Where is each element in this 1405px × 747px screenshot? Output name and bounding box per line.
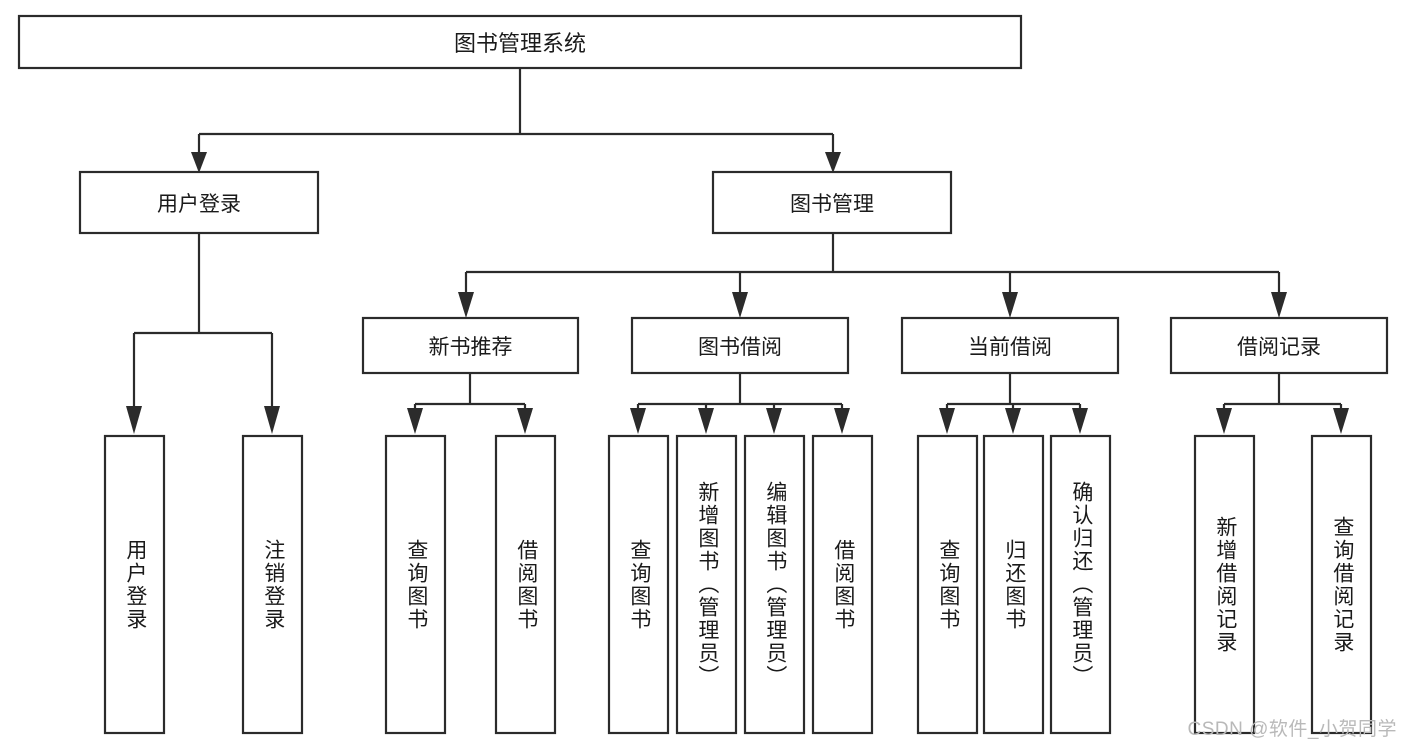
connector-current-borrow-trunk bbox=[945, 373, 1082, 410]
arrowhead-new-book-recommend bbox=[458, 292, 474, 318]
node-box-leaf-add-record[interactable] bbox=[1193, 434, 1256, 735]
arrowhead-leaf-user-login bbox=[126, 406, 142, 434]
arrowhead-leaf-query-book-2 bbox=[630, 408, 646, 434]
arrowhead-leaf-borrow-book-2 bbox=[834, 408, 850, 434]
arrowhead-leaf-borrow-book-1 bbox=[517, 408, 533, 434]
arrowhead-leaf-query-book-1 bbox=[407, 408, 423, 434]
node-box-user-login[interactable] bbox=[78, 170, 320, 235]
node-box-current-borrow[interactable] bbox=[900, 316, 1120, 375]
arrowhead-leaf-query-book-3 bbox=[939, 408, 955, 434]
connector-root-trunk bbox=[197, 68, 835, 158]
node-box-book-borrow[interactable] bbox=[630, 316, 850, 375]
node-box-leaf-add-book[interactable] bbox=[675, 434, 738, 735]
node-box-leaf-query-book-2[interactable] bbox=[607, 434, 670, 735]
node-box-leaf-user-logout[interactable] bbox=[241, 434, 304, 735]
node-box-leaf-borrow-book-1[interactable] bbox=[494, 434, 557, 735]
node-box-leaf-confirm-return[interactable] bbox=[1049, 434, 1112, 735]
node-box-new-book-recommend[interactable] bbox=[361, 316, 580, 375]
arrowhead-leaf-user-logout bbox=[264, 406, 280, 434]
arrowhead-book-manage bbox=[825, 152, 841, 173]
node-box-leaf-user-login[interactable] bbox=[103, 434, 166, 735]
arrowhead-leaf-add-book bbox=[698, 408, 714, 434]
connector-new-book-recommend-trunk bbox=[413, 373, 527, 410]
node-box-leaf-edit-book[interactable] bbox=[743, 434, 806, 735]
node-box-leaf-query-record[interactable] bbox=[1310, 434, 1373, 735]
node-box-leaf-return-book[interactable] bbox=[982, 434, 1045, 735]
node-box-root[interactable] bbox=[17, 14, 1023, 70]
arrowhead-current-borrow bbox=[1002, 292, 1018, 318]
node-box-leaf-borrow-book-2[interactable] bbox=[811, 434, 874, 735]
node-box-leaf-query-book-3[interactable] bbox=[916, 434, 979, 735]
csdn-watermark: CSDN @软件_小贺同学 bbox=[1187, 719, 1397, 740]
connector-book-manage-trunk bbox=[464, 233, 1281, 296]
arrowhead-book-borrow bbox=[732, 292, 748, 318]
arrowhead-borrow-record bbox=[1271, 292, 1287, 318]
connector-borrow-record-trunk bbox=[1222, 373, 1343, 410]
arrowhead-leaf-edit-book bbox=[766, 408, 782, 434]
arrowhead-user-login bbox=[191, 152, 207, 173]
connectors-layer bbox=[126, 68, 1349, 434]
arrowhead-leaf-query-record bbox=[1333, 408, 1349, 434]
connector-user-login-trunk bbox=[132, 233, 274, 406]
nodes-layer bbox=[17, 14, 1389, 735]
node-box-book-manage[interactable] bbox=[711, 170, 953, 235]
connector-book-borrow-trunk bbox=[636, 373, 844, 410]
arrowhead-leaf-add-record bbox=[1216, 408, 1232, 434]
arrowhead-leaf-return-book bbox=[1005, 408, 1021, 434]
node-box-leaf-query-book-1[interactable] bbox=[384, 434, 447, 735]
node-box-borrow-record[interactable] bbox=[1169, 316, 1389, 375]
arrowhead-leaf-confirm-return bbox=[1072, 408, 1088, 434]
